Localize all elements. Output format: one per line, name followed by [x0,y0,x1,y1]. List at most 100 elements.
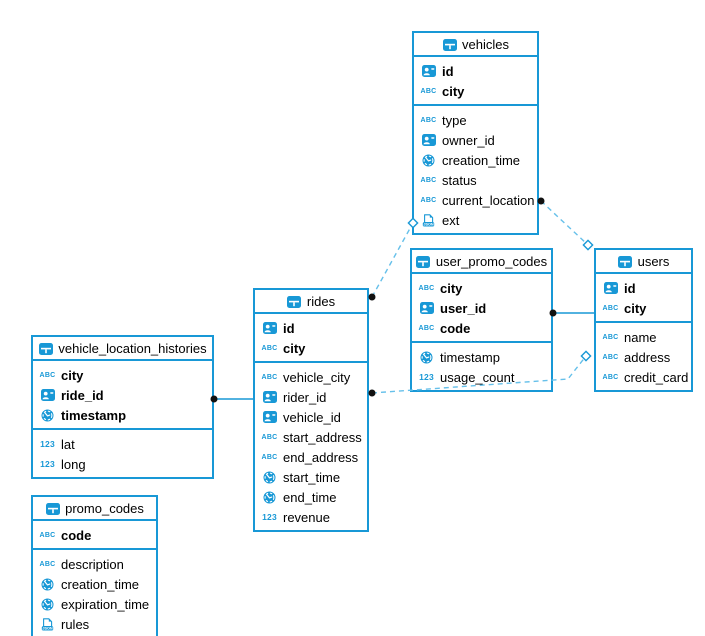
relation-dot-endpoint [368,293,376,301]
column-row-start_address[interactable]: ABC start_address [255,427,367,447]
number-type-icon: 123 [419,371,434,382]
relation-vehicle_location_histories-rides[interactable] [210,395,254,403]
column-name: description [61,556,124,572]
column-row-timestamp[interactable]: timestamp [33,405,212,425]
relation-diamond-endpoint [582,239,594,251]
column-name: start_address [283,429,362,445]
column-row-end_time[interactable]: end_time [255,487,367,507]
table-title: rides [306,294,336,309]
text-type-icon: ABC [420,87,437,95]
table-icon [442,38,457,51]
relation-line [540,200,589,246]
relation-diamond-endpoint [580,350,592,362]
column-row-id[interactable]: id [596,278,691,298]
column-row-owner_id[interactable]: owner_id [414,130,537,150]
table-header[interactable]: users [596,250,691,274]
column-row-expiration_time[interactable]: expiration_time [33,594,156,614]
column-row-id[interactable]: id [414,61,537,81]
json-type-icon: JSON [421,213,436,227]
table-icon [45,502,60,515]
time-type-icon [40,578,55,591]
column-name: creation_time [442,152,521,168]
table-title: vehicles [462,37,509,52]
column-name: city [283,340,306,356]
column-name: owner_id [442,132,495,148]
column-name: ride_id [61,387,104,403]
svg-text:JSON: JSON [42,626,53,630]
column-row-creation_time[interactable]: creation_time [414,150,537,170]
column-name: vehicle_city [283,369,351,385]
column-row-creation_time[interactable]: creation_time [33,574,156,594]
column-row-user_id[interactable]: user_id [412,298,551,318]
column-row-start_time[interactable]: start_time [255,467,367,487]
table-header[interactable]: promo_codes [33,497,156,521]
table-header[interactable]: vehicles [414,33,537,57]
column-row-timestamp[interactable]: timestamp [412,347,551,367]
column-row-id[interactable]: id [255,318,367,338]
text-type-icon: ABC [261,433,278,441]
column-name: rider_id [283,389,327,405]
table-title: users [637,254,670,269]
table-title: vehicle_location_histories [58,341,207,356]
text-type-icon: ABC [602,304,619,312]
column-row-city[interactable]: ABC city [596,298,691,318]
table-header[interactable]: user_promo_codes [412,250,551,274]
column-name: rules [61,616,90,632]
column-name: city [624,300,647,316]
json-type-icon: JSON [40,617,55,631]
text-type-icon: ABC [420,196,437,204]
column-row-rules[interactable]: JSON rules [33,614,156,634]
text-type-icon: ABC [39,531,56,539]
column-name: timestamp [440,349,500,365]
text-type-icon: ABC [602,333,619,341]
column-row-description[interactable]: ABC description [33,554,156,574]
column-row-rider_id[interactable]: rider_id [255,387,367,407]
column-row-ride_id[interactable]: ride_id [33,385,212,405]
column-name: vehicle_id [283,409,341,425]
column-name: code [440,320,471,336]
relation-user_promo_codes-users[interactable] [549,309,595,317]
table-icon [618,255,633,268]
table-header[interactable]: rides [255,290,367,314]
column-name: user_id [440,300,487,316]
table-header[interactable]: vehicle_location_histories [33,337,212,361]
table-title: user_promo_codes [435,254,548,269]
relation-vehicles-users[interactable] [537,197,594,251]
table-icon [416,255,431,268]
text-type-icon: ABC [39,560,56,568]
id-type-icon [262,322,277,334]
column-name: start_time [283,469,341,485]
column-name: id [283,320,295,336]
column-row-vehicle_id[interactable]: vehicle_id [255,407,367,427]
